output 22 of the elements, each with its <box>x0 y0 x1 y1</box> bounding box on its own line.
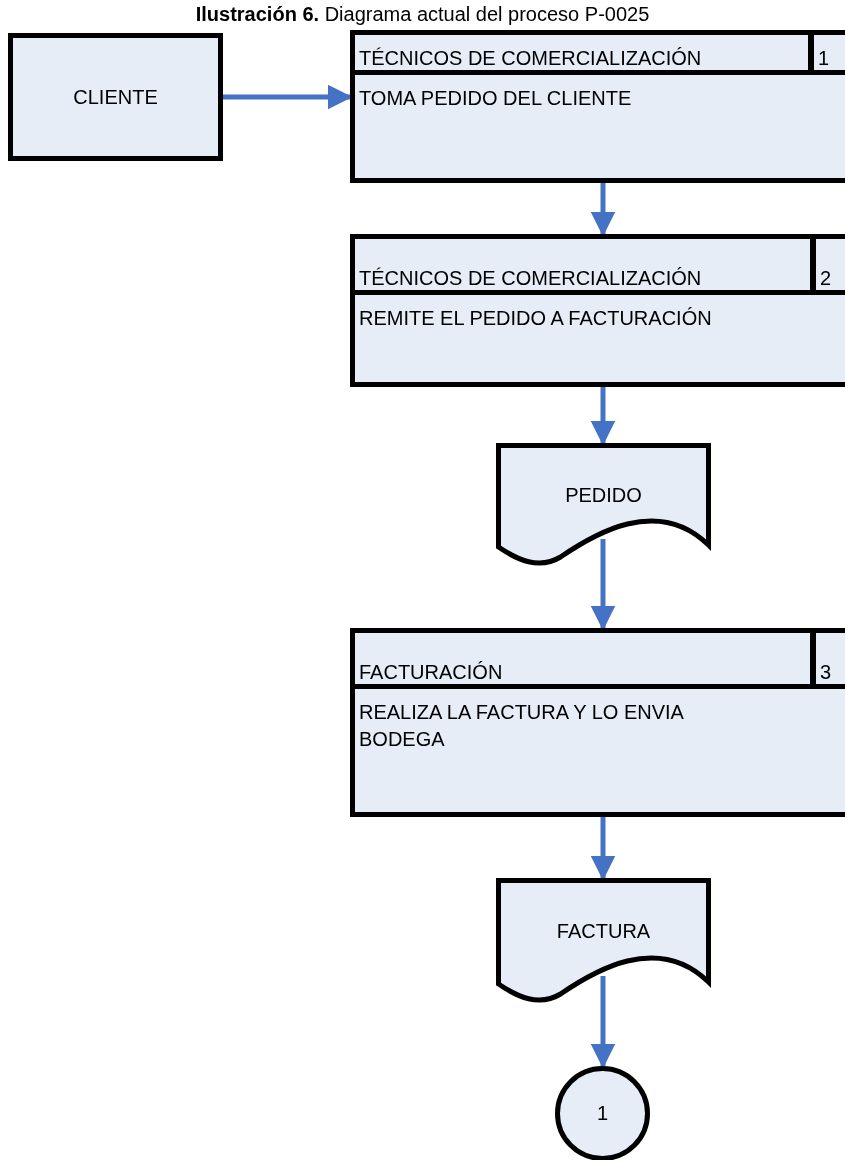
activity-text: REMITE EL PEDIDO A FACTURACIÓN <box>359 306 713 331</box>
entity-box: CLIENTE <box>8 33 223 161</box>
step-number: 2 <box>820 266 832 290</box>
arrow <box>590 976 616 1069</box>
process-box <box>350 30 845 183</box>
responsible-label: TÉCNICOS DE COMERCIALIZACIÓN <box>359 266 702 290</box>
step-number: 1 <box>818 46 830 70</box>
shape-label: 1 <box>596 1102 609 1125</box>
process-box <box>350 628 845 817</box>
responsible-label: TÉCNICOS DE COMERCIALIZACIÓN <box>359 46 702 70</box>
shape-label: FACTURA <box>556 919 651 943</box>
step-number: 3 <box>820 660 832 684</box>
figure-title: Ilustración 6. Diagrama actual del proceso P-0025 <box>194 2 651 26</box>
document-shape <box>496 443 711 565</box>
process-box <box>350 234 845 387</box>
responsible-label: FACTURACIÓN <box>359 660 503 684</box>
shape-label: PEDIDO <box>565 483 642 507</box>
document-shape <box>496 878 711 1002</box>
activity-text: REALIZA LA FACTURA Y LO ENVIA BODEGA <box>359 700 685 752</box>
activity-text: TOMA PEDIDO DEL CLIENTE <box>359 86 633 111</box>
arrow <box>590 387 616 446</box>
arrow <box>590 817 616 881</box>
